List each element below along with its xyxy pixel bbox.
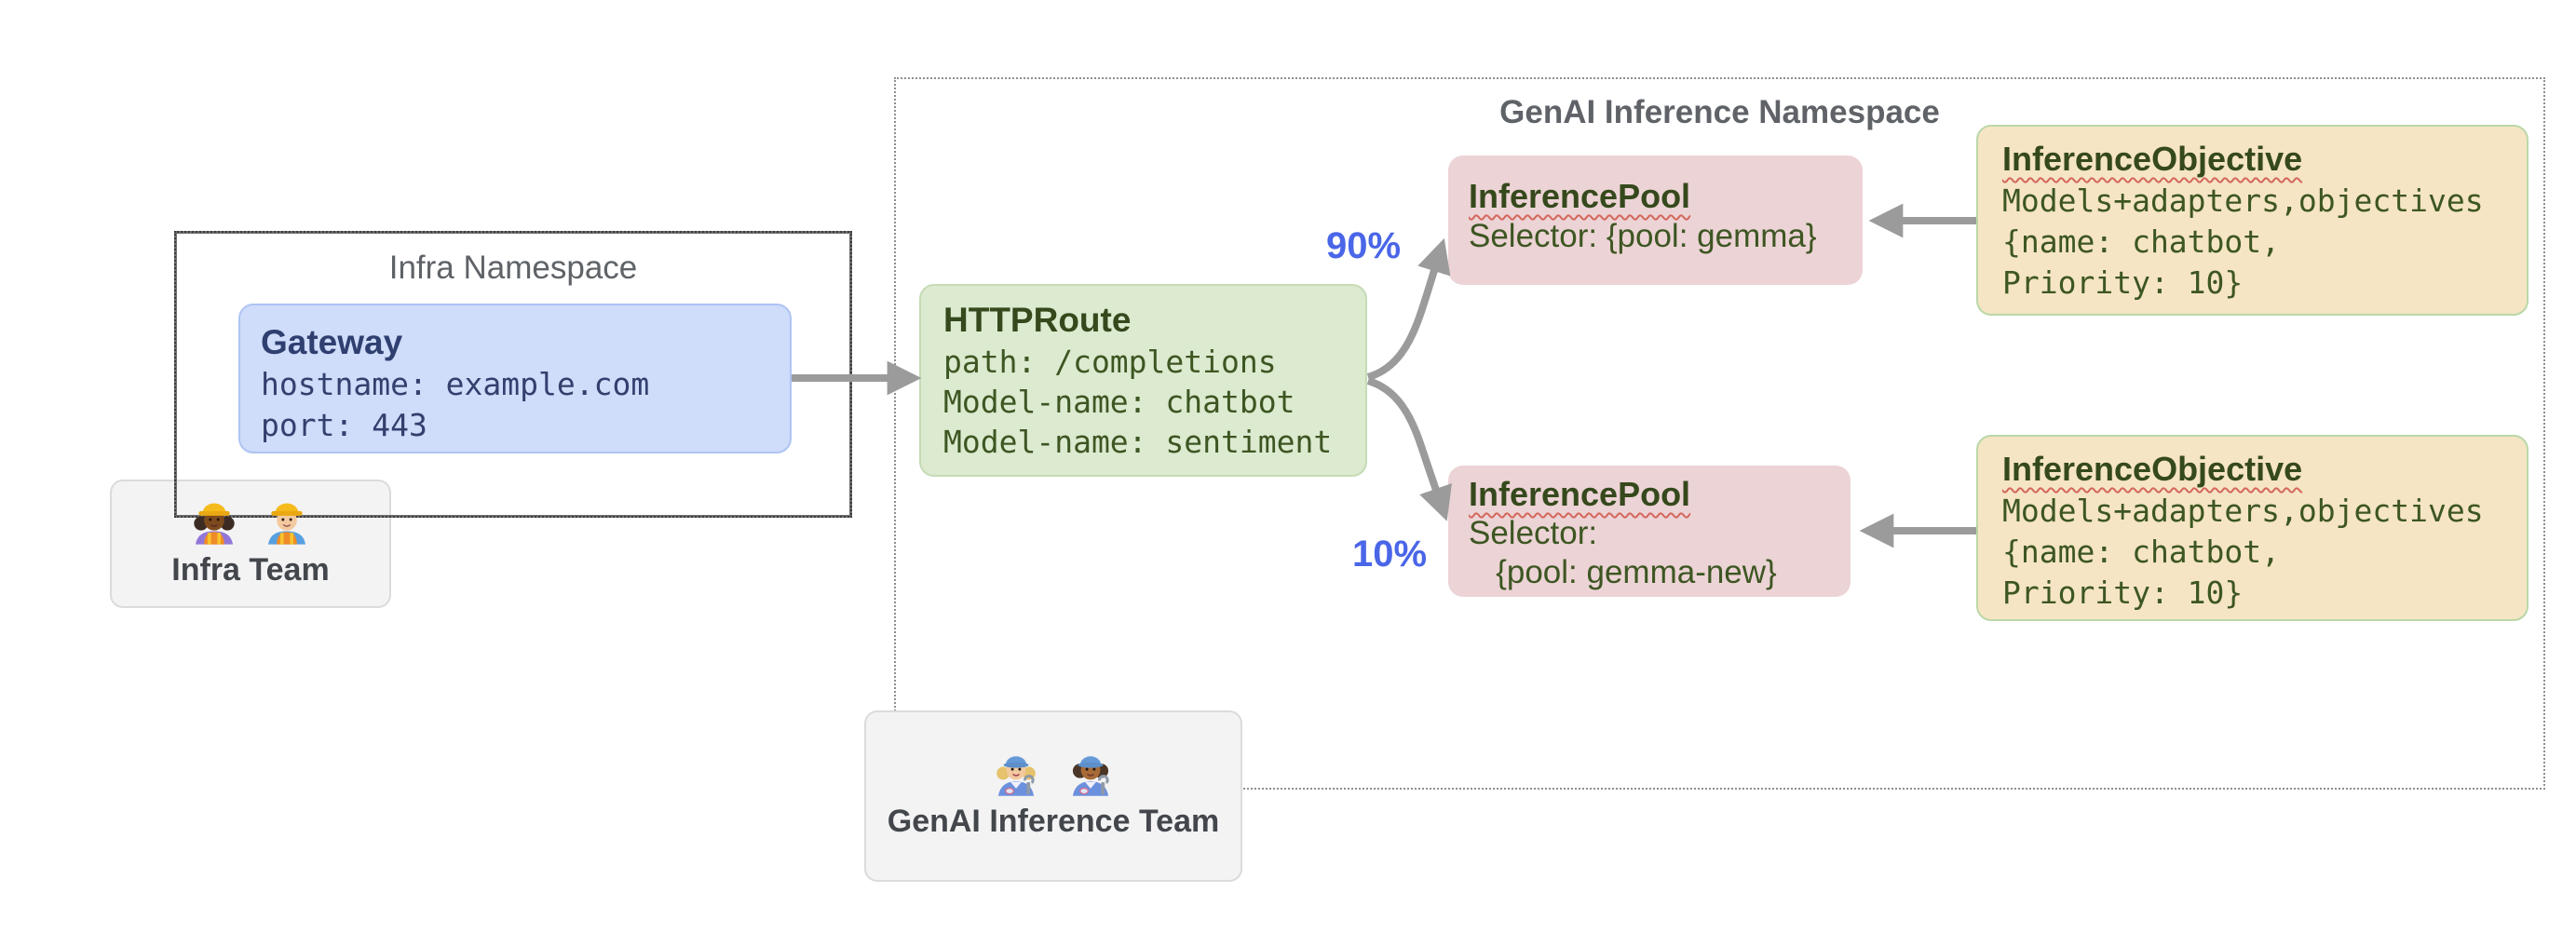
- inferenceobjective-top-models-line: Models+adapters,objectives: [2002, 183, 2484, 219]
- inferencepool-gemma-new-title-text: InferencePool: [1469, 475, 1691, 513]
- inferencepool-gemma-new-title: InferencePool: [1469, 475, 1851, 514]
- httproute-title: HTTPRoute: [943, 301, 1132, 339]
- inferencepool-gemma-new-selector-line: Selector:: [1469, 515, 1598, 551]
- infra-namespace-title: Infra Namespace: [388, 250, 638, 286]
- inferenceobjective-top-box: InferenceObjective Models+adapters,objec…: [1976, 125, 2529, 316]
- man-construction-worker-light-emoji: [268, 503, 305, 545]
- gateway-box: Gateway hostname: example.com port: 443: [238, 304, 792, 453]
- inferenceobjective-bottom-models-line: Models+adapters,objectives: [2002, 493, 2484, 529]
- inferenceobjective-top-title: InferenceObjective: [2002, 138, 2527, 181]
- infra-team-box: [110, 480, 391, 608]
- inferenceobjective-bottom-name-line: {name: chatbot,: [2002, 534, 2281, 570]
- woman-mechanic-light-emoji: [997, 756, 1036, 796]
- httproute-box: HTTPRoute path: /completions Model-name:…: [919, 284, 1367, 477]
- inferenceobjective-top-name-line: {name: chatbot,: [2002, 223, 2281, 260]
- inferenceobjective-top-priority-line: Priority: 10}: [2002, 264, 2244, 301]
- httproute-path-line: path: /completions: [943, 344, 1277, 380]
- inferencepool-gemma-box: InferencePool Selector: {pool: gemma}: [1448, 156, 1863, 285]
- traffic-split-90-label: 90%: [1326, 225, 1402, 266]
- inferencepool-gemma-new-box: InferencePool Selector: {pool: gemma-new…: [1448, 466, 1851, 597]
- inferenceobjective-top-title-text: InferenceObjective: [2002, 140, 2303, 178]
- inferencepool-gemma-title-text: InferencePool: [1469, 177, 1691, 215]
- genai-namespace-box: [894, 77, 2545, 790]
- inferenceobjective-bottom-title: InferenceObjective: [2002, 448, 2527, 491]
- inferenceobjective-bottom-box: InferenceObjective Models+adapters,objec…: [1976, 435, 2529, 621]
- inferenceobjective-bottom-priority-line: Priority: 10}: [2002, 575, 2244, 611]
- gateway-title: Gateway: [261, 323, 403, 361]
- httproute-model-chatbot-line: Model-name: chatbot: [943, 384, 1295, 420]
- genai-namespace-title: GenAI Inference Namespace: [1499, 94, 1940, 130]
- genai-team-label: GenAI Inference Team: [887, 804, 1220, 839]
- infra-team-avatars: [191, 491, 310, 548]
- inferencepool-gemma-selector-line: Selector: {pool: gemma}: [1469, 218, 1817, 254]
- inferencepool-gemma-title: InferencePool: [1469, 176, 1863, 217]
- woman-construction-worker-dark-emoji: [194, 503, 235, 545]
- inferenceobjective-bottom-title-text: InferenceObjective: [2002, 450, 2303, 488]
- httproute-model-sentiment-line: Model-name: sentiment: [943, 424, 1333, 460]
- gateway-hostname-line: hostname: example.com: [261, 366, 650, 402]
- traffic-split-10-label: 10%: [1352, 534, 1428, 575]
- inferencepool-gemma-new-pool-line: {pool: gemma-new}: [1469, 554, 1777, 590]
- genai-team-avatars: [992, 740, 1115, 800]
- infra-team-label: Infra Team: [171, 552, 330, 588]
- man-mechanic-dark-emoji: [1072, 756, 1109, 796]
- gateway-port-line: port: 443: [261, 407, 427, 443]
- genai-team-content: GenAI Inference Team: [864, 710, 1242, 882]
- infra-team-content: Infra Team: [110, 480, 391, 608]
- genai-team-box: [864, 710, 1242, 882]
